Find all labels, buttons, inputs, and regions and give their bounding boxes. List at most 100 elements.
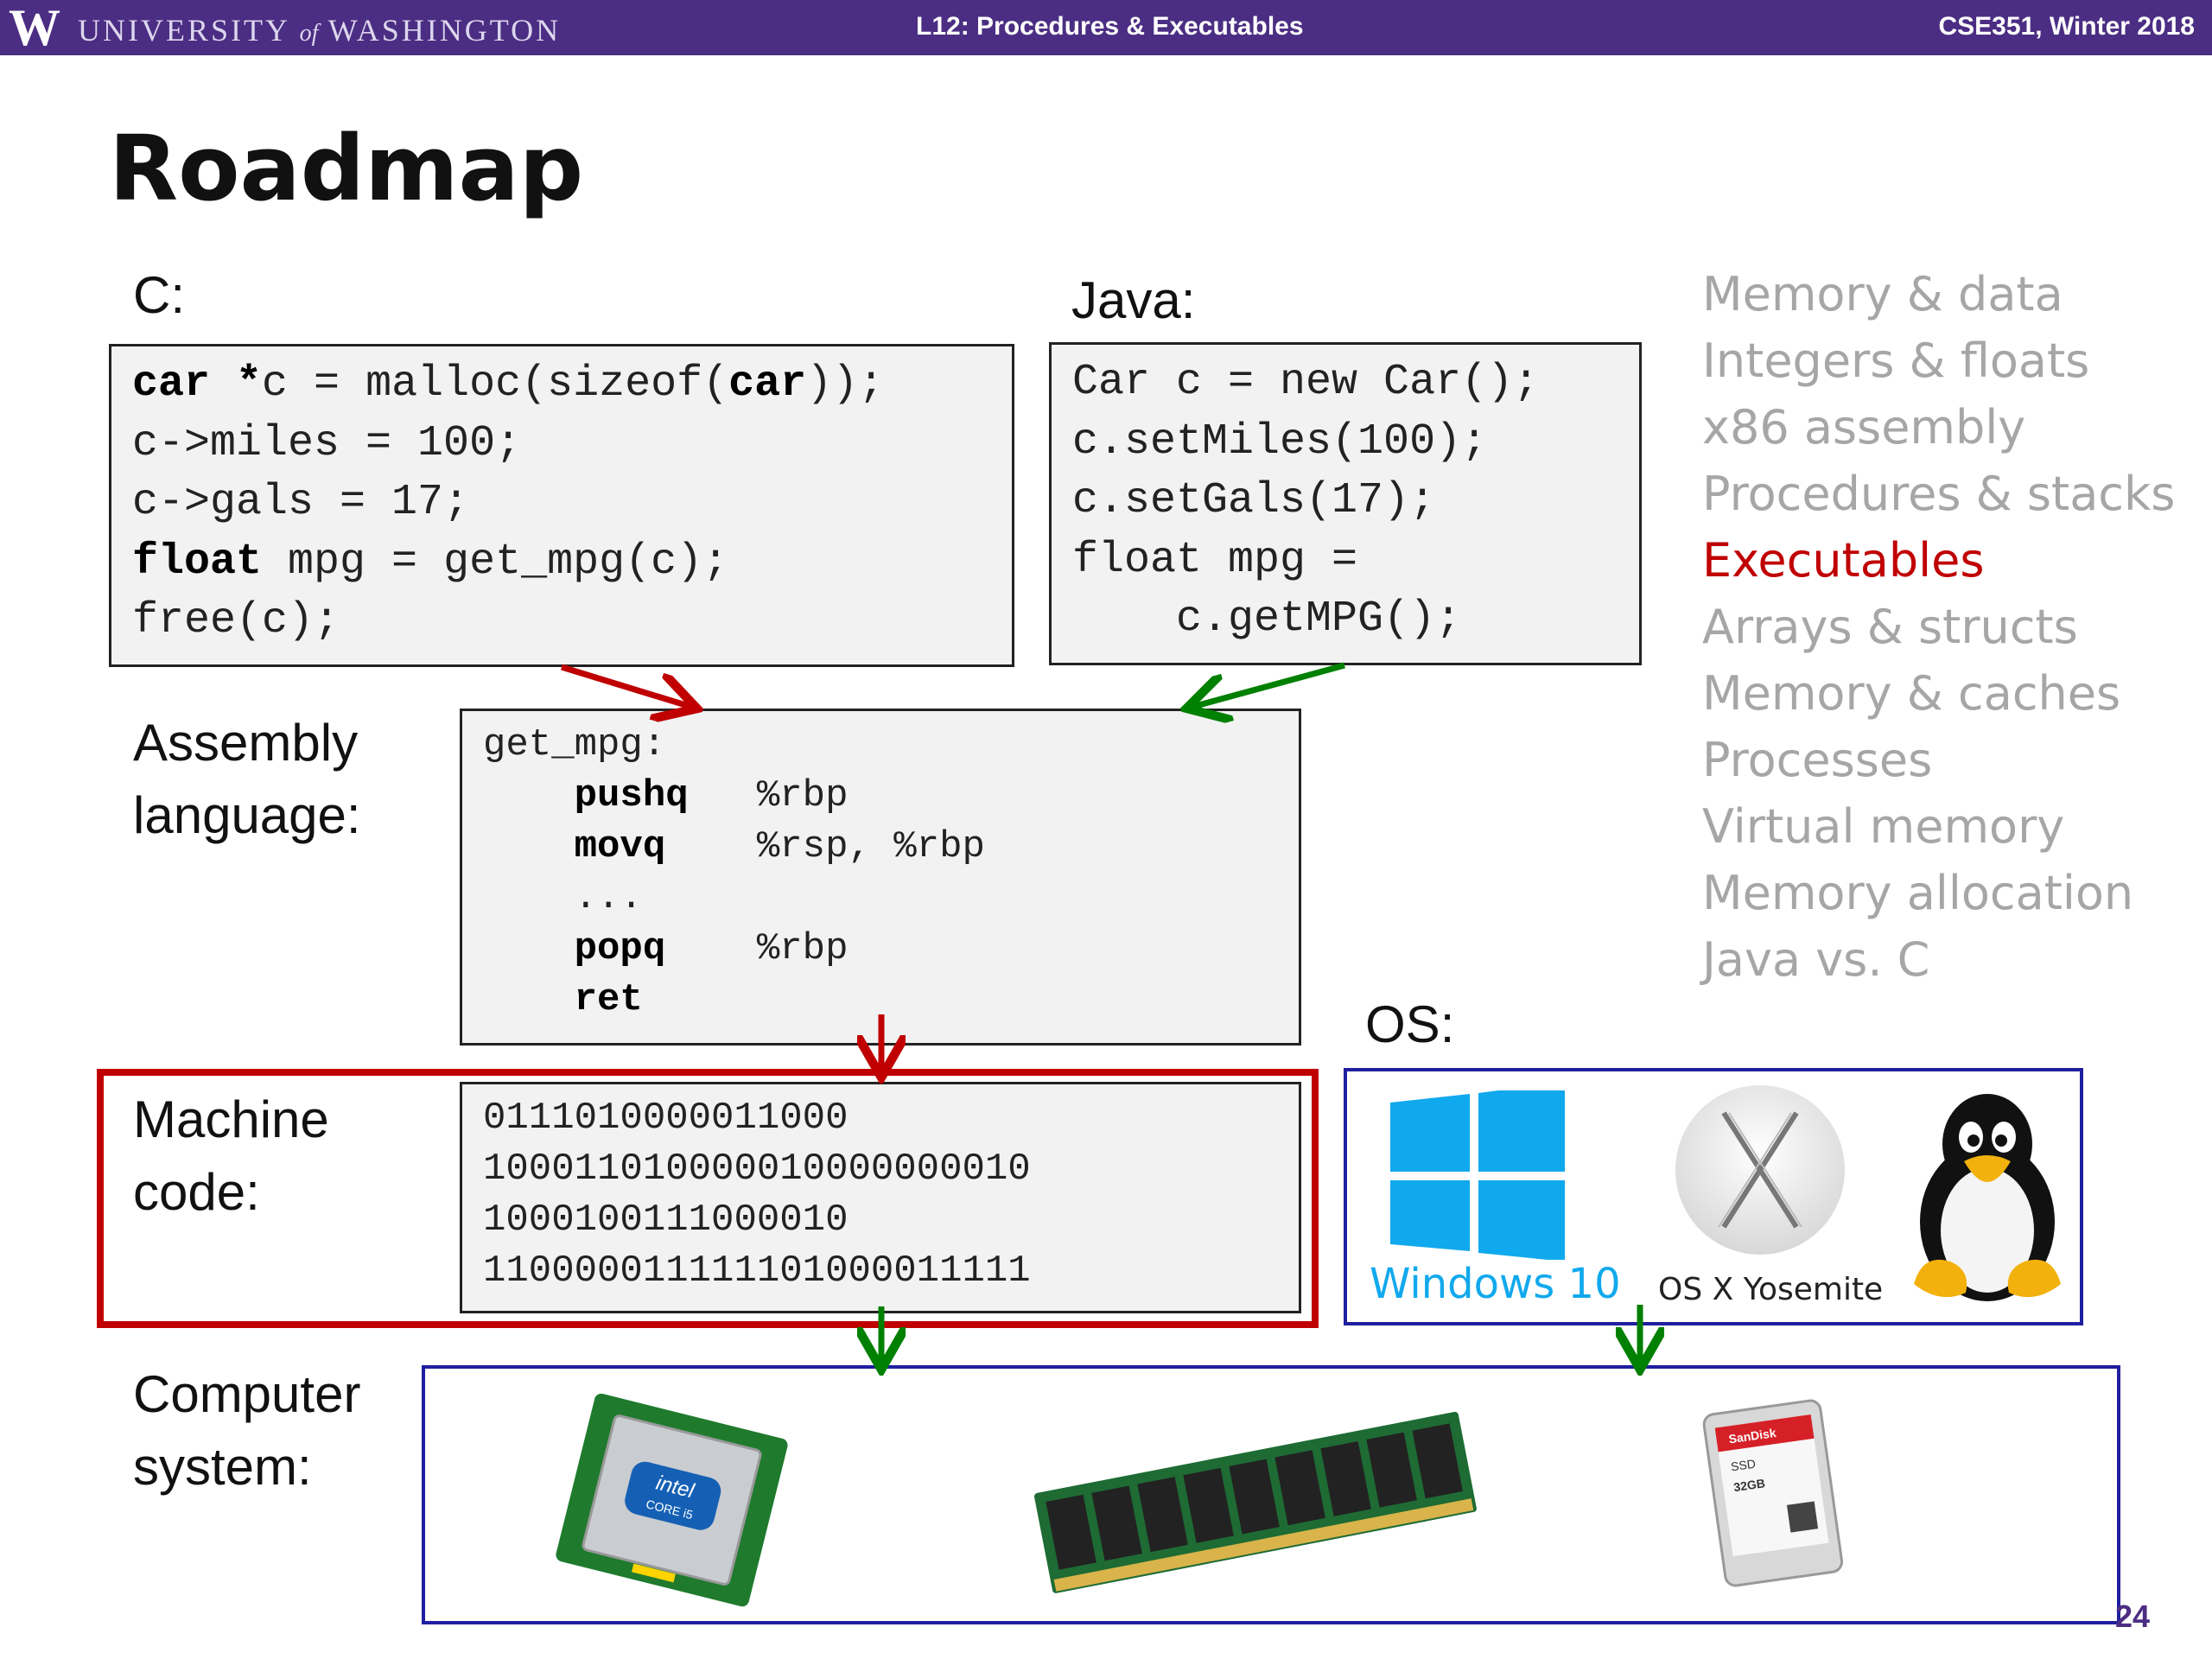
machine-code-line: 0111010000011000 <box>483 1096 849 1140</box>
code-line: float mpg = get_mpg(c); <box>132 533 1012 593</box>
code-text: Car c = new Car(); <box>1072 358 1540 407</box>
code-line: c->miles = 100; <box>132 415 1012 474</box>
code-text: c.setMiles(100); <box>1072 416 1488 467</box>
ssd-drive-icon: SanDisk SSD 32GB <box>1702 1399 1844 1587</box>
code-text: c.getMPG(); <box>1072 594 1462 644</box>
machine-code-highlight-frame <box>97 1069 1319 1328</box>
ram-chip <box>1274 1450 1325 1526</box>
code-line: float mpg = <box>1072 531 1639 591</box>
slide-title: Roadmap <box>109 116 584 221</box>
university-name-pre: UNIVERSITY <box>78 13 289 48</box>
roadmap-item: Integers & floats <box>1702 334 2090 388</box>
osx-x-icon <box>1675 1085 1845 1255</box>
roadmap-item: Executables <box>1702 533 1985 588</box>
course-name: CSE351, Winter 2018 <box>1938 12 2195 41</box>
ram-chip <box>1229 1459 1280 1535</box>
code-keyword: ret <box>574 978 643 1021</box>
machine-code-line: 110000011111101000011111 <box>483 1249 1031 1293</box>
university-name-of: of <box>299 20 319 47</box>
machine-code-line: 100011010000010000000010 <box>483 1147 1031 1191</box>
ssd-type-text: SSD <box>1730 1457 1757 1474</box>
roadmap-item: Memory allocation <box>1702 866 2134 920</box>
code-text: float mpg = <box>1072 535 1358 585</box>
code-keyword: * <box>236 359 263 409</box>
roadmap-item: Java vs. C <box>1702 932 1930 987</box>
code-line: get_mpg: <box>483 720 1299 771</box>
code-text: c = malloc(sizeof( <box>262 359 729 409</box>
uw-logo-icon: W <box>9 0 60 56</box>
code-line: car *c = malloc(sizeof(car)); <box>132 355 1012 415</box>
ssd-capacity-text: 32GB <box>1732 1476 1765 1494</box>
code-keyword: car <box>728 359 807 409</box>
cpu-chip-icon: intel CORE i5 <box>556 1393 788 1607</box>
ram-chip <box>1046 1494 1096 1570</box>
university-name-post: WASHINGTON <box>327 13 562 48</box>
code-text: ... <box>483 876 643 919</box>
ram-chip <box>1091 1485 1142 1561</box>
code-text: get_mpg: <box>483 723 666 766</box>
code-text: %rsp, %rbp <box>665 825 985 868</box>
university-name: UNIVERSITY of WASHINGTON <box>78 12 561 48</box>
ssd-brand-text: SanDisk <box>1728 1426 1777 1446</box>
c-to-assembly-arrow <box>560 664 691 707</box>
assembly-label: Assembly language: <box>133 714 361 844</box>
windows-logo-icon <box>1390 1090 1565 1260</box>
os-frame: Windows 10 OS X Yosemite <box>1344 1068 2083 1325</box>
code-text: free(c); <box>132 596 340 645</box>
code-line: ... <box>483 873 1299 924</box>
code-line: c.setGals(17); <box>1072 472 1639 531</box>
java-label: Java: <box>1071 271 1196 329</box>
roadmap-item: Memory & data <box>1702 267 2063 321</box>
ram-chip <box>1320 1440 1371 1516</box>
os-label: OS: <box>1365 995 1455 1053</box>
code-line: movq %rsp, %rbp <box>483 822 1299 873</box>
java-code-box: Car c = new Car(); c.setMiles(100); c.setG… <box>1049 342 1642 665</box>
windows-label: Windows 10 <box>1370 1260 1621 1308</box>
code-keyword: pushq <box>574 774 689 817</box>
tux-penguin-icon <box>1914 1094 2061 1301</box>
machine-code-label: Machine code: <box>133 1090 329 1221</box>
code-line: c->gals = 17; <box>132 474 1012 533</box>
code-line: c.setMiles(100); <box>1072 413 1639 473</box>
code-text: c->miles = 100; <box>132 418 522 468</box>
code-line: c.getMPG(); <box>1072 590 1639 650</box>
roadmap-item: Procedures & stacks <box>1702 467 2176 521</box>
roadmap-item: x86 assembly <box>1702 400 2026 454</box>
code-keyword: float <box>132 537 263 587</box>
lecture-title: L12: Procedures & Executables <box>916 12 1304 41</box>
ram-chip <box>1366 1432 1417 1508</box>
computer-system-frame: intel CORE i5 SanDisk SSD 32GB <box>422 1365 2120 1624</box>
roadmap-item: Arrays & structs <box>1702 600 2078 654</box>
machine-code-box: 0111010000011000 100011010000010000000010… <box>460 1082 1301 1313</box>
roadmap-item: Virtual memory <box>1702 799 2065 854</box>
header-bar: W UNIVERSITY of WASHINGTON L12: Procedur… <box>0 0 2212 55</box>
c-code-box: car *c = malloc(sizeof(car));c->miles = … <box>109 344 1014 667</box>
code-keyword: car <box>132 359 211 409</box>
code-line: ret <box>483 975 1299 1026</box>
ram-module-icon <box>1033 1411 1477 1593</box>
ram-chip <box>1183 1467 1234 1543</box>
java-to-assembly-arrow <box>1192 662 1345 707</box>
roadmap-item: Processes <box>1702 733 1933 787</box>
code-text: mpg = get_mpg(c); <box>262 537 729 587</box>
computer-system-label: Computer system: <box>133 1365 361 1496</box>
osx-label: OS X Yosemite <box>1658 1272 1884 1307</box>
machine-code-line: 1000100111000010 <box>483 1198 849 1242</box>
code-text: %rbp <box>688 774 849 817</box>
code-text: c.setGals(17); <box>1072 476 1436 525</box>
roadmap-item: Memory & caches <box>1702 666 2121 721</box>
code-text: c->gals = 17; <box>132 478 470 527</box>
code-line: popq %rbp <box>483 924 1299 975</box>
code-text: )); <box>806 359 885 409</box>
code-line: free(c); <box>132 592 1012 652</box>
ram-chip <box>1412 1423 1463 1499</box>
ram-chip <box>1137 1477 1188 1553</box>
code-line: Car c = new Car(); <box>1072 353 1639 413</box>
code-keyword: popq <box>574 927 666 970</box>
code-line: pushq %rbp <box>483 771 1299 822</box>
code-text: %rbp <box>665 927 849 970</box>
page-number: 24 <box>2115 1599 2151 1634</box>
code-keyword: movq <box>574 825 666 868</box>
